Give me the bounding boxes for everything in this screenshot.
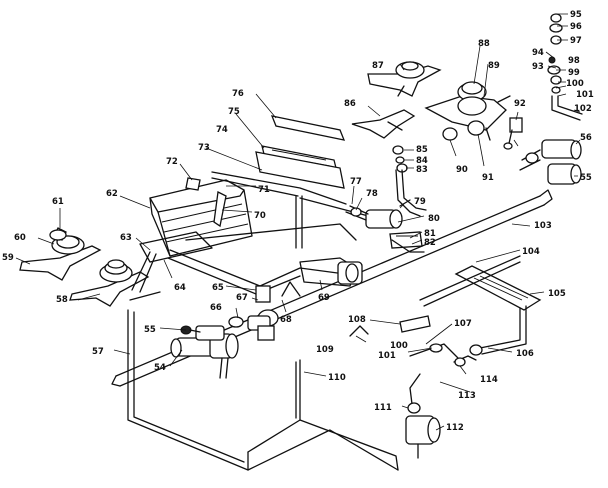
label-107: 107	[454, 319, 472, 329]
label-90: 90	[456, 165, 468, 175]
label-68: 68	[280, 315, 292, 325]
right-lower-burner	[419, 255, 542, 356]
label-105: 105	[548, 289, 566, 299]
label-72: 72	[166, 157, 178, 167]
label-97: 97	[570, 36, 582, 46]
label-71: 71	[258, 185, 270, 195]
label-98: 98	[568, 56, 580, 66]
label-74: 74	[216, 125, 228, 135]
label-66: 66	[210, 303, 222, 313]
broiler-burner-assembly	[185, 115, 377, 249]
lower-left-valves	[170, 139, 582, 379]
label-87: 87	[372, 61, 384, 71]
label-63: 63	[120, 233, 132, 243]
label-112: 112	[446, 423, 464, 433]
label-84: 84	[416, 156, 428, 166]
label-88: 88	[478, 39, 490, 49]
label-100-bottom: 100	[390, 341, 408, 351]
pilot-tubing	[349, 315, 477, 459]
label-85: 85	[416, 145, 428, 155]
lower-frame-tubes	[127, 291, 399, 471]
label-76: 76	[232, 89, 244, 99]
label-106: 106	[516, 349, 534, 359]
label-62: 62	[106, 189, 118, 199]
label-102: 102	[574, 104, 592, 114]
part-number-labels: 95 96 97 94 93 98 99 100 101 102 87 88 8…	[2, 10, 594, 433]
thermostat-assembly	[345, 199, 425, 253]
center-regulator	[228, 257, 363, 341]
label-81: 81	[424, 229, 436, 239]
label-60: 60	[14, 233, 26, 243]
label-103: 103	[534, 221, 552, 231]
label-96: 96	[570, 22, 582, 32]
label-56: 56	[580, 133, 592, 143]
label-58-left: 58	[56, 295, 68, 305]
label-70: 70	[254, 211, 266, 221]
label-108: 108	[348, 315, 366, 325]
label-114: 114	[480, 375, 498, 385]
label-54: 54	[154, 363, 166, 373]
label-111: 111	[374, 403, 392, 413]
label-57: 57	[92, 347, 104, 357]
label-79: 79	[414, 197, 426, 207]
label-94: 94	[532, 48, 544, 58]
label-109: 109	[316, 345, 334, 355]
label-101-top: 101	[576, 90, 594, 100]
label-61: 61	[52, 197, 64, 207]
label-77: 77	[350, 177, 362, 187]
label-65: 65	[212, 283, 224, 293]
label-110: 110	[328, 373, 346, 383]
label-80: 80	[428, 214, 440, 224]
label-99: 99	[568, 68, 580, 78]
label-73: 73	[198, 143, 210, 153]
label-93: 93	[532, 62, 544, 72]
label-64: 64	[174, 283, 186, 293]
label-86: 86	[344, 99, 356, 109]
left-burner-assembly	[19, 227, 150, 307]
label-101-bottom: 101	[378, 351, 396, 361]
label-75: 75	[228, 107, 240, 117]
label-55-right: 55	[580, 173, 592, 183]
label-78: 78	[366, 189, 378, 199]
spark-bracket	[351, 109, 416, 139]
label-69: 69	[318, 293, 330, 303]
label-91: 91	[482, 173, 494, 183]
label-83: 83	[416, 165, 428, 175]
label-89: 89	[488, 61, 500, 71]
label-67: 67	[236, 293, 248, 303]
label-95: 95	[570, 10, 582, 20]
leader-lines	[15, 13, 581, 431]
label-100-top: 100	[566, 79, 584, 89]
label-82: 82	[424, 238, 436, 248]
label-104: 104	[522, 247, 540, 257]
label-55-left: 55	[144, 325, 156, 335]
label-113: 113	[458, 391, 476, 401]
upper-right-burner-assembly	[367, 61, 523, 150]
label-92: 92	[514, 99, 526, 109]
label-59: 59	[2, 253, 14, 263]
